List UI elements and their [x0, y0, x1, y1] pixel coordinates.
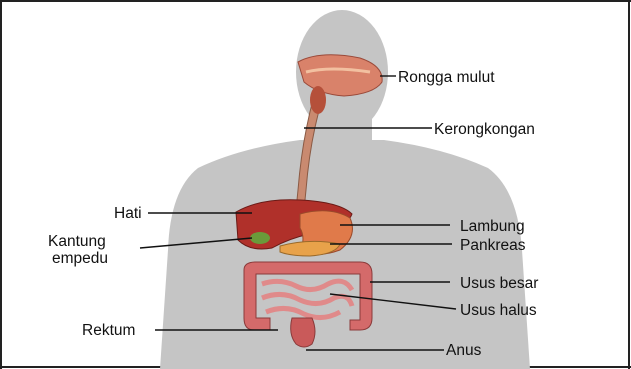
silhouette-torso — [160, 140, 530, 369]
label-usus-halus: Usus halus — [460, 302, 537, 319]
label-anus: Anus — [446, 342, 482, 359]
label-rongga-mulut: Rongga mulut — [398, 69, 495, 86]
label-lambung: Lambung — [460, 218, 525, 235]
label-rektum: Rektum — [82, 322, 135, 339]
gallbladder — [250, 232, 270, 244]
label-kantung: Kantung — [48, 233, 106, 250]
label-usus-besar: Usus besar — [460, 275, 538, 292]
label-hati: Hati — [114, 205, 142, 222]
label-kerongkongan: Kerongkongan — [434, 121, 535, 138]
label-empedu: empedu — [52, 250, 108, 267]
label-pankreas: Pankreas — [460, 237, 526, 254]
